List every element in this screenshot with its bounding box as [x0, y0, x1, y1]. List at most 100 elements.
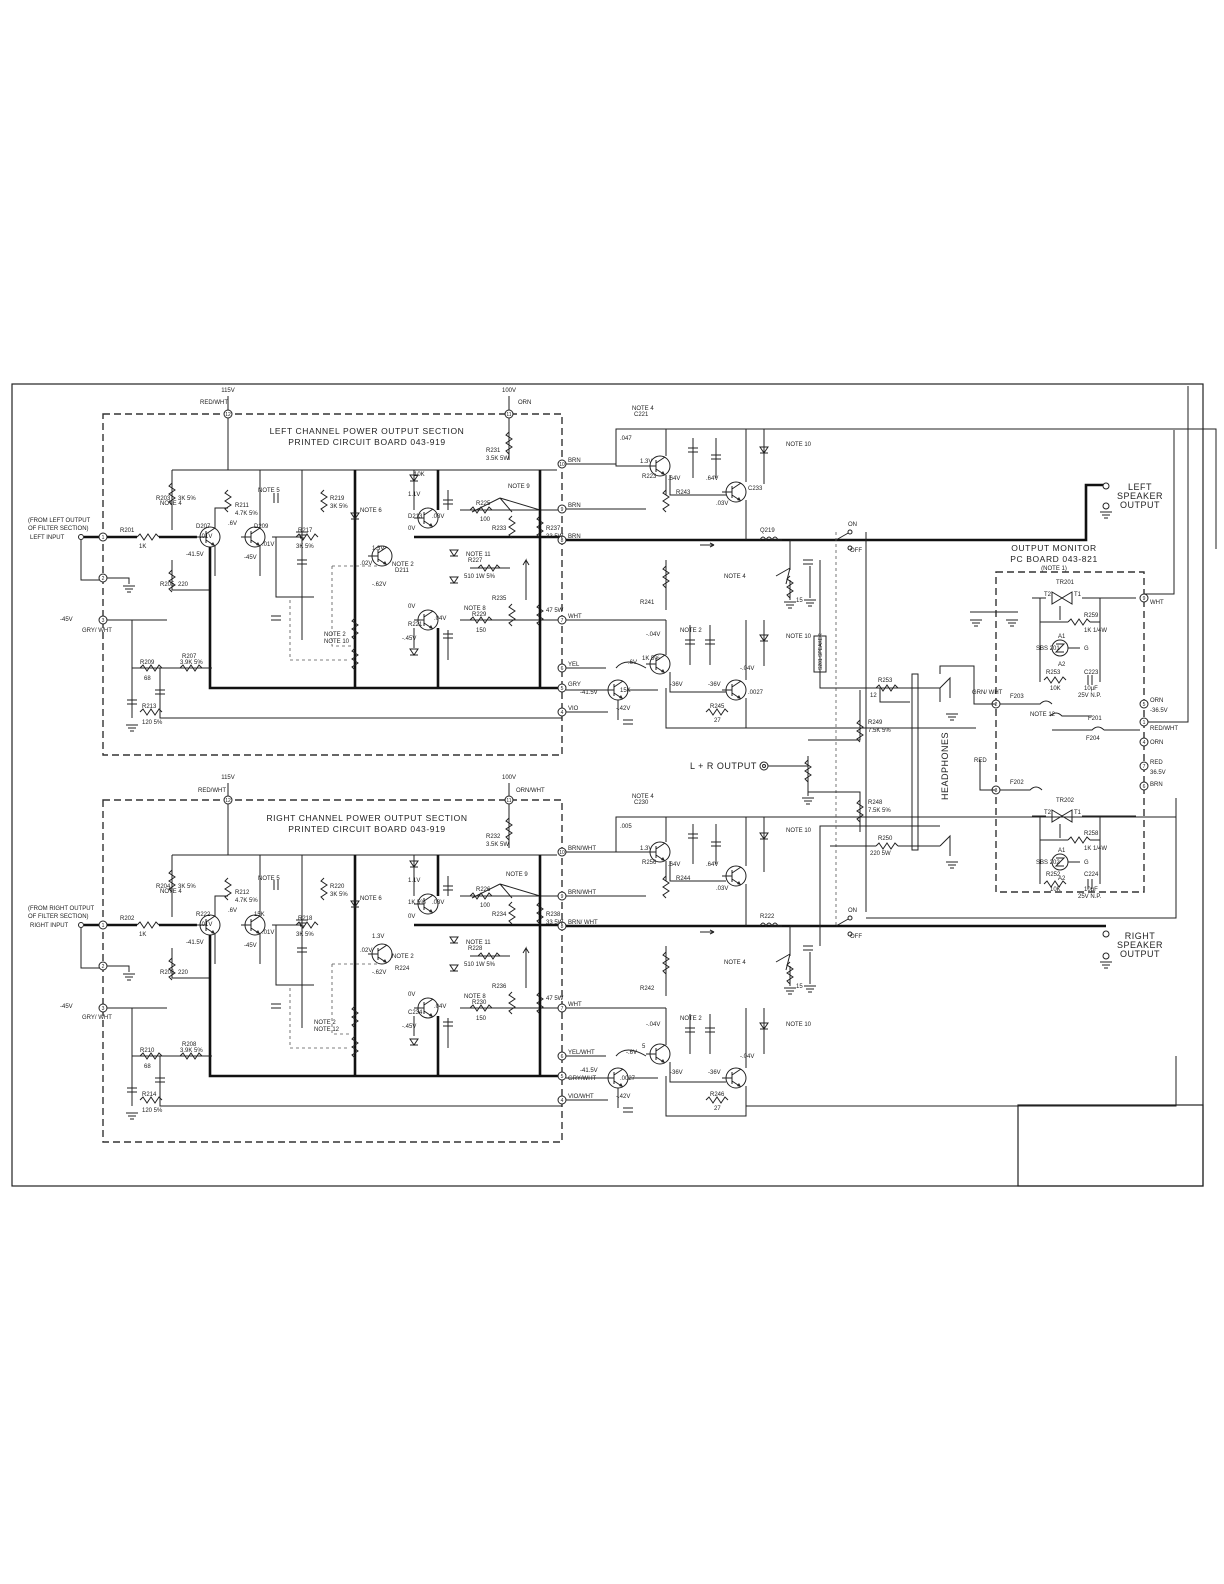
right-supply-100: 100V: [502, 775, 516, 781]
left-pin-3: 3: [102, 618, 105, 624]
mon-pin-4: 4: [1143, 740, 1146, 746]
right-note-2: NOTE 2: [314, 1020, 336, 1026]
right-r242-val: 15: [796, 984, 803, 990]
right-r202-val: 1K: [139, 932, 146, 938]
left-pin-10: 10: [559, 462, 565, 468]
right-r238-val: 33 5W: [546, 920, 564, 926]
right-wire-4: VIO/WHT: [568, 1094, 594, 1100]
output-wiring: ON OFF ON OFF S201 SPEAKER R253 12 R250 …: [690, 482, 1177, 1116]
left-r201: R201: [120, 528, 135, 534]
right-wire-6: YEL/WHT: [568, 1050, 595, 1056]
right-q206: R224: [395, 966, 410, 972]
right-source-2: OF FILTER SECTION): [28, 914, 89, 920]
monitor-board-outline: [995, 571, 1145, 893]
left-pin-4: 4: [561, 710, 564, 716]
left-r203: R203: [156, 496, 171, 502]
c224-val: 10µF: [1084, 887, 1098, 893]
left-r209-val: 68: [144, 676, 151, 682]
speaker-switch-label: S201 SPEAKER: [818, 633, 824, 670]
r249: R249: [868, 720, 883, 726]
left-r241: R241: [640, 600, 655, 606]
right-r244: R244: [676, 876, 691, 882]
right-r214-val: 120 5%: [142, 1108, 163, 1114]
sbs202-label: SBS 202: [1036, 860, 1060, 866]
mon-pin-4-wire: ORN: [1150, 740, 1163, 746]
right-wire-9: BRN/WHT: [568, 890, 596, 896]
left-note-10: NOTE 10: [324, 639, 350, 645]
right-v13: .04V: [434, 1004, 446, 1010]
r253-label: R253: [1046, 670, 1061, 676]
monitor-title-2: PC BOARD 043-821: [1010, 554, 1098, 564]
mon-pin-1: 1: [1143, 720, 1146, 726]
fuse-note: NOTE 12: [1030, 712, 1056, 718]
right-v18: .03V: [716, 886, 728, 892]
left-source-1: (FROM LEFT OUTPUT: [28, 518, 91, 524]
right-pin-1: 1: [102, 923, 105, 929]
left-speaker-3: OUTPUT: [1120, 500, 1160, 510]
fuse-f203: F203: [1010, 694, 1024, 700]
right-r208-val: 3.9K 5%: [180, 1048, 203, 1054]
right-pin-8: 8: [561, 924, 564, 930]
tr201-label: TR201: [1056, 580, 1075, 586]
left-v6: 1.1V: [408, 492, 420, 498]
left-r207: R207: [182, 654, 197, 660]
left-v11: -.62V: [372, 582, 386, 588]
monitor-title-1: OUTPUT MONITOR: [1011, 543, 1097, 553]
left-pin-8: 8: [561, 538, 564, 544]
r251-label: R253: [878, 678, 893, 684]
left-v4: -41.5V: [186, 552, 204, 558]
r250-val: 220 5W: [870, 851, 891, 857]
left-v25: -.42V: [616, 706, 630, 712]
left-v24: -41.5V: [580, 690, 598, 696]
switch-on-left: ON: [848, 522, 857, 528]
r259-label: R259: [1084, 613, 1099, 619]
tr202-t1: T1: [1074, 810, 1082, 816]
left-c215-val: .047: [620, 436, 632, 442]
left-note-2c: NOTE 2: [680, 628, 702, 634]
right-note-4b: NOTE 4: [632, 794, 654, 800]
right-input-label: RIGHT INPUT: [30, 923, 69, 929]
left-q213: R223: [642, 474, 657, 480]
left-v16: .64V: [668, 476, 680, 482]
left-v10: .02V: [360, 561, 372, 567]
right-c216-val: .005: [620, 824, 632, 830]
right-note-10c: NOTE 10: [786, 1022, 812, 1028]
tr202-label: TR202: [1056, 798, 1075, 804]
left-note-4c: NOTE 4: [724, 574, 746, 580]
right-r246-val: 27: [714, 1106, 721, 1112]
mon-pin-7: 7: [1143, 764, 1146, 770]
left-r227-val: 510 1W 5%: [464, 574, 496, 580]
left-r203-val: 3K 5%: [178, 496, 196, 502]
r252-label: R252: [1046, 872, 1061, 878]
right-r228-val: 510 1W 5%: [464, 962, 496, 968]
left-v1: .01V: [200, 534, 212, 540]
tr201-t1: T1: [1074, 592, 1082, 598]
right-r220: R220: [330, 884, 345, 890]
left-r237: R237: [546, 526, 561, 532]
left-v19: -.04V: [646, 632, 660, 638]
headphones-label: HEADPHONES: [940, 732, 950, 800]
left-supply-100: 100V: [502, 388, 516, 394]
left-pin-1: 1: [102, 535, 105, 541]
mon-pin-2: 2: [995, 702, 998, 708]
right-speaker-2: SPEAKER: [1117, 940, 1163, 950]
left-note-10c: NOTE 10: [786, 634, 812, 640]
right-r232-val: 3.5K 5W: [486, 842, 509, 848]
left-pin-11: 11: [506, 412, 511, 418]
mon-pin-6-wire: BRN: [1150, 782, 1163, 788]
right-v22: -36V: [670, 1070, 683, 1076]
left-r201-val: 1K: [139, 544, 146, 550]
mon-pin-1-wire: RED/WHT: [1150, 726, 1178, 732]
left-r225: R225: [476, 501, 491, 507]
right-note-8: NOTE 8: [464, 994, 486, 1000]
mon-wire-grn: GRN/ WHT: [972, 690, 1003, 696]
right-neg-supply: -45V: [60, 1004, 73, 1010]
left-speaker-2: SPEAKER: [1117, 491, 1163, 501]
left-v17: .64V: [706, 476, 718, 482]
c223-val: 10µF: [1084, 686, 1098, 692]
left-r235: R235: [492, 596, 507, 602]
left-v23: -36V: [708, 682, 721, 688]
left-r225-val: 100: [480, 517, 491, 523]
right-title-2: PRINTED CIRCUIT BOARD 043-919: [288, 824, 446, 834]
right-wire-10: BRN/WHT: [568, 846, 596, 852]
